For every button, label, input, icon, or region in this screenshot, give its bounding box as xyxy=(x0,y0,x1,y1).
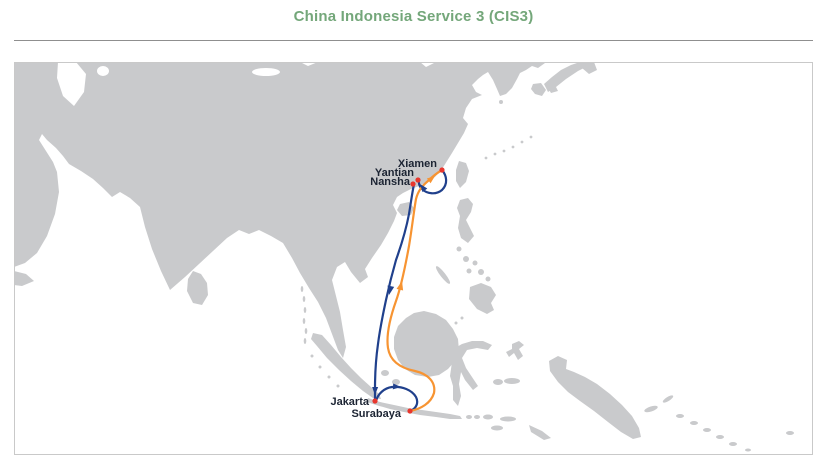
route-northbound-surabaya-xiamen xyxy=(386,168,444,413)
arrow-jakarta-surabaya xyxy=(392,383,401,390)
route-southbound-xiamen-yantian xyxy=(417,168,448,195)
port-dot-nansha xyxy=(410,181,416,187)
route-southbound-jakarta-surabaya xyxy=(374,385,419,413)
inland-seas xyxy=(57,63,280,106)
arrow-southbound-jakarta xyxy=(372,386,379,395)
port-dot-yantian xyxy=(415,177,421,183)
landmass-asia xyxy=(15,63,794,452)
port-label-yantian: Yantian xyxy=(375,167,414,179)
port-label-jakarta: Jakarta xyxy=(330,396,369,408)
route-southbound-nansha-jakarta xyxy=(373,182,416,401)
port-dot-surabaya xyxy=(407,408,413,414)
page-title: China Indonesia Service 3 (CIS3) xyxy=(293,8,534,25)
title-divider xyxy=(14,40,813,41)
arrow-southbound-mid xyxy=(387,285,395,295)
arrow-northbound-mid xyxy=(396,281,404,291)
route-arrows xyxy=(372,176,435,395)
route-lines xyxy=(373,168,448,413)
arrow-xiamen-yantian xyxy=(420,184,428,193)
port-label-nansha: Nansha xyxy=(370,176,411,188)
port-label-xiamen: Xiamen xyxy=(398,158,437,170)
arrow-northbound-xiamen xyxy=(426,176,435,184)
port-dot-jakarta xyxy=(372,398,378,404)
port-dot-xiamen xyxy=(439,167,445,173)
port-label-surabaya: Surabaya xyxy=(351,408,401,420)
